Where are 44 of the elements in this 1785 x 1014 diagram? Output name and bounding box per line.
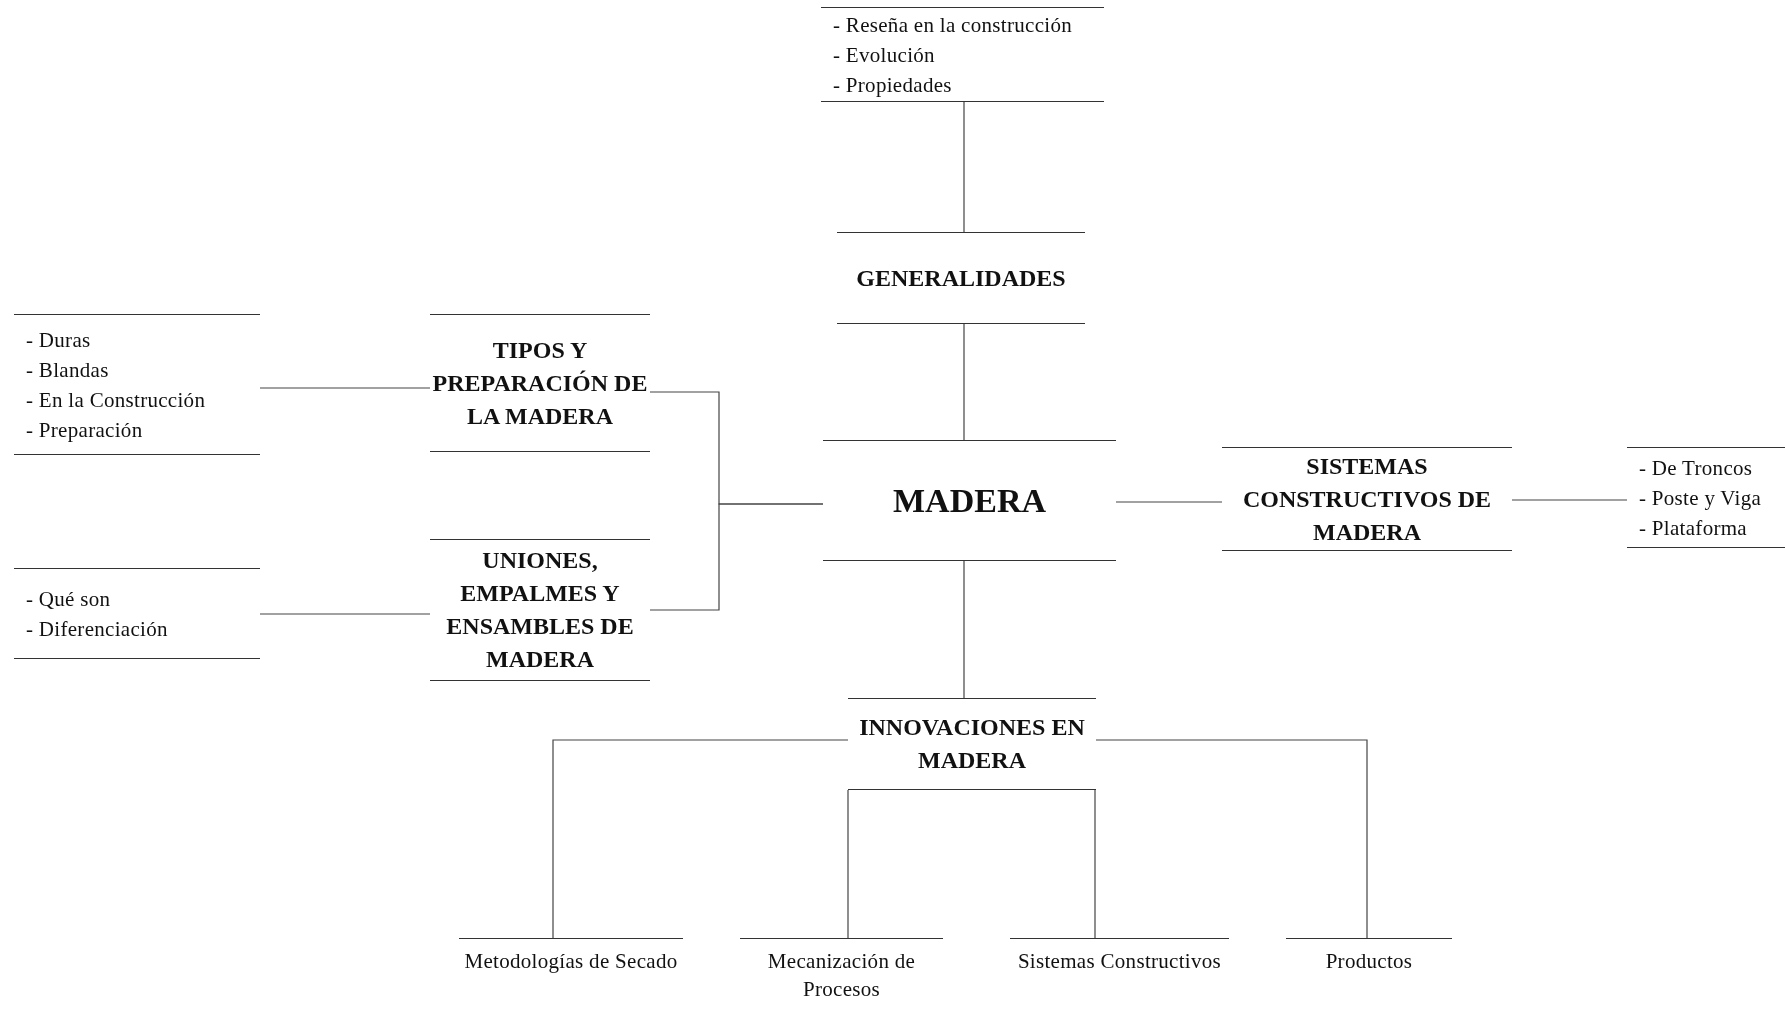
subtopic-label: Sistemas Constructivos	[1017, 948, 1222, 975]
connector-line	[1095, 739, 1368, 939]
connector-line	[1511, 499, 1628, 501]
list-item: - En la Construcción	[26, 386, 206, 414]
connector-line	[963, 560, 965, 699]
bullet-list	[821, 7, 1104, 102]
subtopic-label: Mecanización de Procesos	[766, 948, 917, 1003]
connector-line	[552, 739, 849, 939]
topic-title: SISTEMAS CONSTRUCTIVOS DE MADERA	[1241, 451, 1493, 547]
main-title: MADERA	[893, 480, 1046, 521]
topic-title: TIPOS Y PREPARACIÓN DE LA MADERA	[431, 335, 649, 431]
connector-line	[259, 613, 431, 615]
connector-line	[1094, 789, 1096, 939]
list-item: - Preparación	[26, 416, 143, 444]
topic-box	[848, 698, 1096, 790]
connector-line	[963, 101, 965, 233]
topic-box	[837, 232, 1085, 324]
list-item: - De Troncos	[1639, 454, 1753, 482]
main-topic-box	[823, 440, 1116, 561]
list-item: - Propiedades	[833, 71, 952, 99]
topic-box	[430, 539, 650, 681]
list-item: - Duras	[26, 326, 91, 354]
topic-title: UNIONES, EMPALMES Y ENSAMBLES DE MADERA	[445, 546, 635, 674]
bullet-list	[14, 568, 260, 659]
list-item: - Reseña en la construcción	[833, 11, 1072, 39]
connector-line	[847, 789, 849, 939]
list-item: - Evolución	[833, 41, 935, 69]
list-item: - Blandas	[26, 356, 109, 384]
subtopic-label: Metodologías de Secado	[464, 948, 678, 975]
topic-box	[1222, 447, 1512, 551]
connector-line	[963, 323, 965, 441]
connector-line	[649, 503, 824, 611]
bullet-list	[14, 314, 260, 455]
connector-line	[1115, 501, 1223, 503]
topic-box	[430, 314, 650, 452]
subtopic-label: Productos	[1325, 948, 1413, 975]
connector-line	[259, 387, 431, 389]
topic-title: GENERALIDADES	[856, 263, 1066, 293]
bullet-list	[1627, 447, 1785, 548]
list-item: - Plataforma	[1639, 514, 1747, 542]
topic-title: INNOVACIONES EN MADERA	[858, 713, 1086, 775]
list-item: - Poste y Viga	[1639, 484, 1762, 512]
list-item: - Diferenciación	[26, 615, 168, 643]
list-item: - Qué son	[26, 585, 111, 613]
